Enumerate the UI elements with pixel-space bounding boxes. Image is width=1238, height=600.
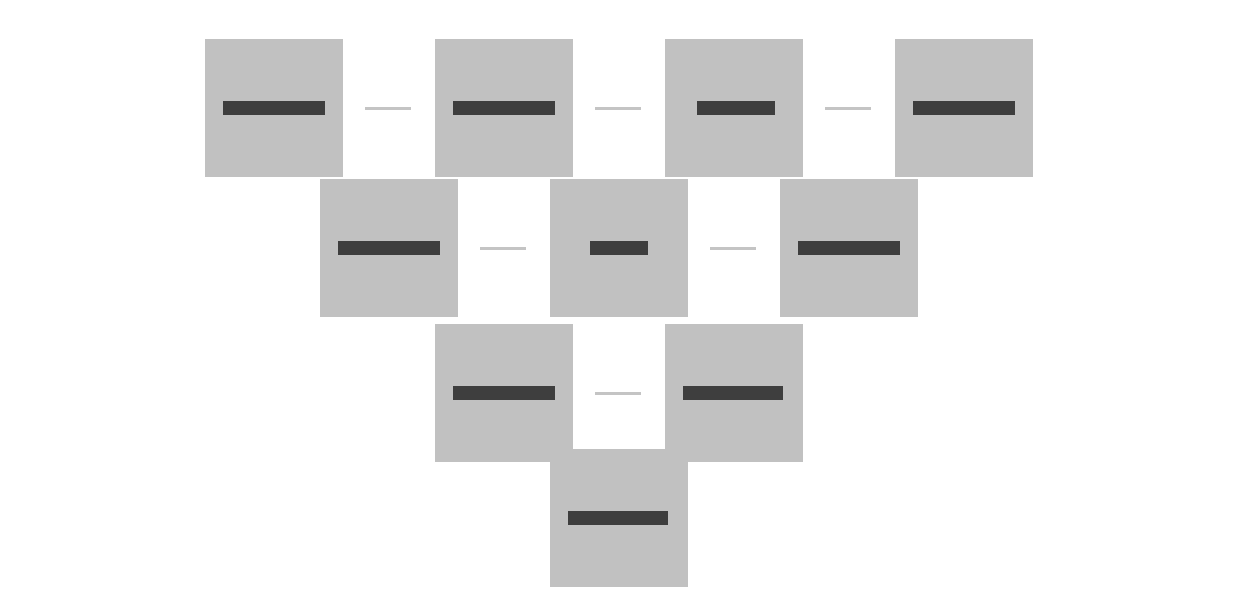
bracket-node-r2-3 — [780, 179, 918, 317]
label-placeholder-bar — [568, 511, 668, 525]
bracket-node-r1-2 — [435, 39, 573, 177]
bracket-node-r2-1 — [320, 179, 458, 317]
label-placeholder-bar — [223, 101, 325, 115]
label-placeholder-bar — [683, 386, 783, 400]
connector-line-r2-2 — [710, 246, 756, 250]
connector-line-r1-3 — [825, 106, 871, 110]
label-placeholder-bar — [697, 101, 775, 115]
label-placeholder-bar — [590, 241, 648, 255]
connector-line-r2-1 — [480, 246, 526, 250]
bracket-node-r3-2 — [665, 324, 803, 462]
connector-line-r1-2 — [595, 106, 641, 110]
bracket-node-r3-1 — [435, 324, 573, 462]
bracket-node-r4-1 — [550, 449, 688, 587]
bracket-node-r1-3 — [665, 39, 803, 177]
bracket-node-r1-1 — [205, 39, 343, 177]
bracket-node-r2-2 — [550, 179, 688, 317]
connector-line-r1-1 — [365, 106, 411, 110]
label-placeholder-bar — [913, 101, 1015, 115]
label-placeholder-bar — [798, 241, 900, 255]
connector-line-r3-1 — [595, 391, 641, 395]
bracket-node-r1-4 — [895, 39, 1033, 177]
label-placeholder-bar — [338, 241, 440, 255]
label-placeholder-bar — [453, 386, 555, 400]
label-placeholder-bar — [453, 101, 555, 115]
